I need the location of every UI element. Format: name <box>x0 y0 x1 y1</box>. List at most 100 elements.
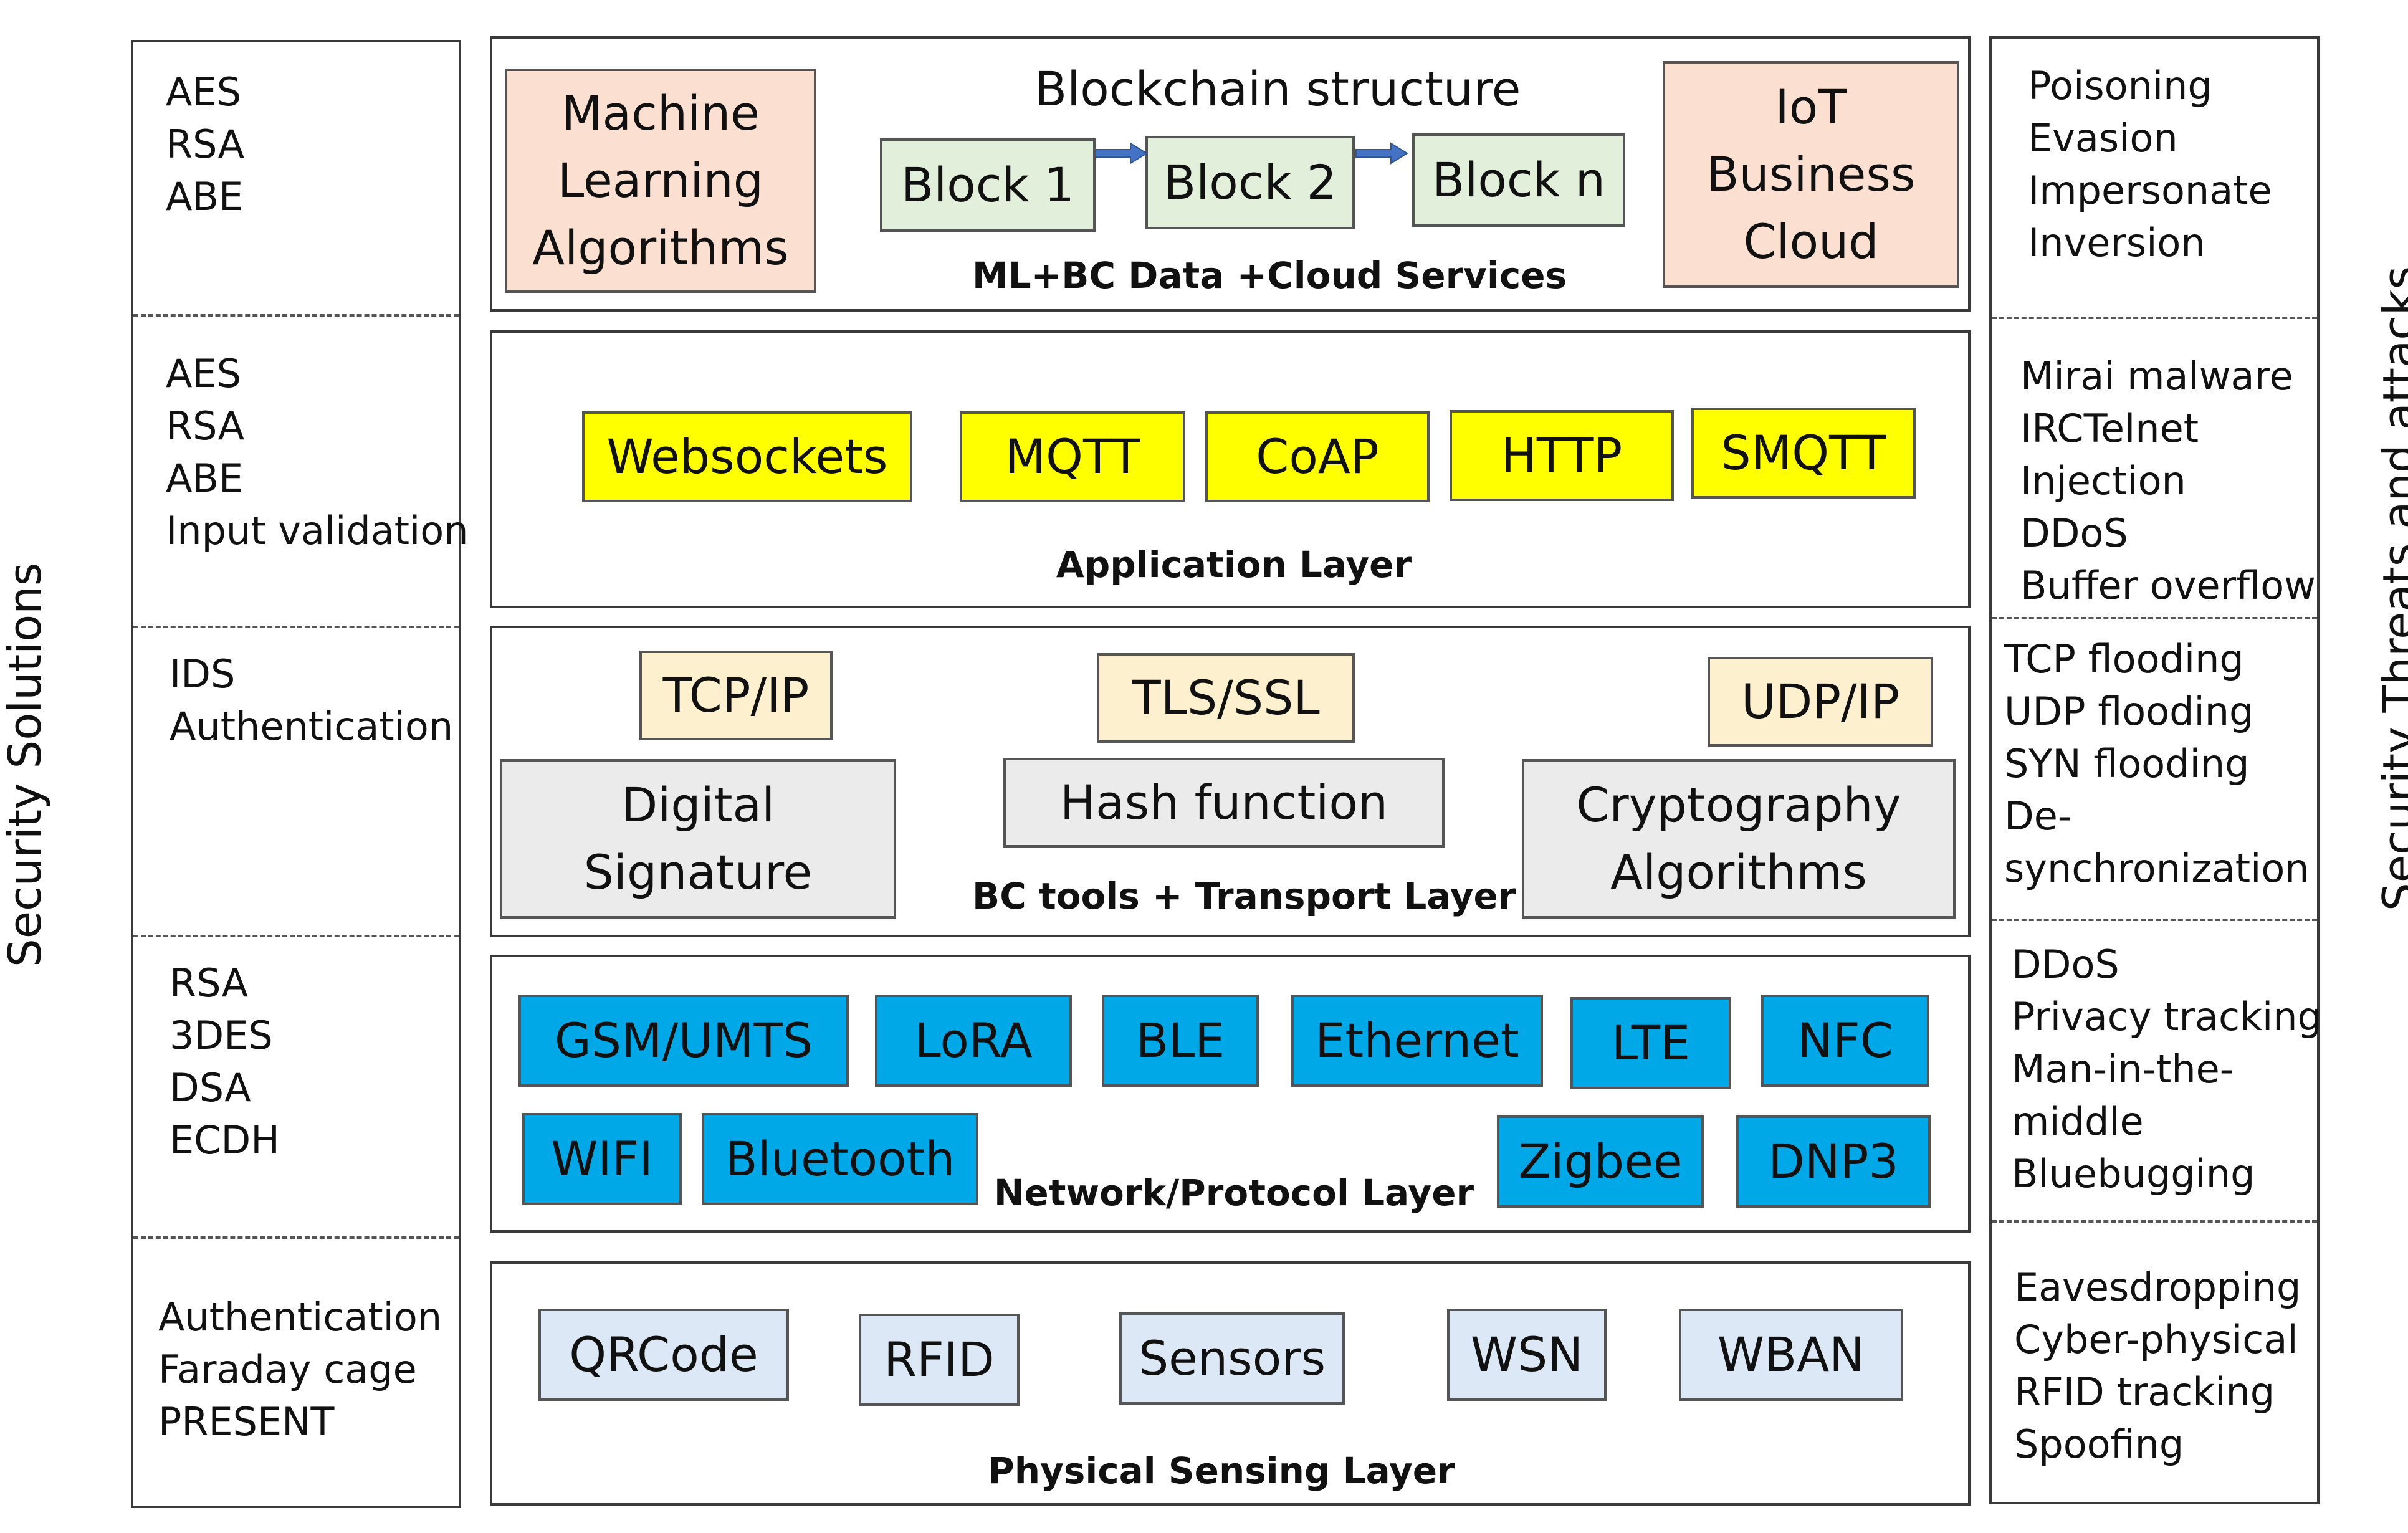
divider <box>1992 919 2317 921</box>
dnp3-box: DNP3 <box>1736 1115 1931 1208</box>
machine-learning-box: Machine Learning Algorithms <box>505 69 816 293</box>
list-item: synchronization <box>2004 846 2310 891</box>
divider <box>133 626 459 628</box>
threats-group-2: Mirai malware IRCTelnet Injection DDoS B… <box>2020 350 2316 612</box>
security-solutions-panel <box>131 40 461 1508</box>
network-layer-caption: Network/Protocol Layer <box>993 1172 1474 1214</box>
tcp-ip-box: TCP/IP <box>639 651 833 740</box>
cryptography-box: Cryptography Algorithms <box>1522 759 1956 919</box>
solutions-group-4: RSA 3DES DSA ECDH <box>170 957 280 1167</box>
divider <box>133 314 459 317</box>
list-item: De- <box>2004 793 2072 839</box>
threats-group-3: TCP flooding UDP flooding SYN flooding D… <box>2004 633 2310 895</box>
list-item: UDP flooding <box>2004 689 2254 734</box>
arrow-icon <box>1355 142 1408 165</box>
sensors-box: Sensors <box>1119 1312 1345 1405</box>
coap-box: CoAP <box>1205 411 1430 502</box>
physical-layer-caption: Physical Sensing Layer <box>988 1449 1455 1492</box>
websockets-box: Websockets <box>582 411 912 502</box>
list-item: Injection <box>2020 458 2186 504</box>
list-item: RSA <box>166 122 244 167</box>
list-item: Impersonate <box>2028 168 2272 213</box>
list-item: ECDH <box>170 1117 280 1163</box>
smqtt-box: SMQTT <box>1691 408 1916 499</box>
list-item: Eavesdropping <box>2014 1264 2301 1310</box>
block-n: Block n <box>1412 133 1625 227</box>
list-item: Mirai malware <box>2020 353 2293 399</box>
threats-group-5: Eavesdropping Cyber-physical RFID tracki… <box>2014 1261 2301 1471</box>
list-item: middle <box>2012 1099 2144 1144</box>
lora-box: LoRA <box>875 995 1072 1087</box>
ml-bc-caption: ML+BC Data +Cloud Services <box>972 254 1567 297</box>
list-item: Cyber-physical <box>2014 1317 2298 1362</box>
divider <box>1992 617 2317 619</box>
divider <box>1992 1220 2317 1223</box>
ble-box: BLE <box>1102 995 1259 1087</box>
list-item: RSA <box>170 960 248 1006</box>
list-item: Poisoning <box>2028 63 2212 108</box>
list-item: Authentication <box>170 704 454 749</box>
wifi-box: WIFI <box>522 1113 682 1205</box>
security-solutions-title: Security Solutions <box>0 562 51 967</box>
list-item: IRCTelnet <box>2020 406 2199 451</box>
bluetooth-box: Bluetooth <box>702 1113 978 1205</box>
list-item: RFID tracking <box>2014 1369 2275 1415</box>
digital-signature-box: Digital Signature <box>500 759 896 919</box>
list-item: Privacy tracking <box>2012 994 2322 1039</box>
wsn-box: WSN <box>1447 1309 1607 1401</box>
divider <box>1992 317 2317 319</box>
list-item: Faraday cage <box>158 1347 417 1392</box>
blockchain-arrows <box>1095 142 1408 165</box>
mqtt-box: MQTT <box>960 411 1185 502</box>
gsm-umts-box: GSM/UMTS <box>518 995 849 1087</box>
list-item: TCP flooding <box>2004 636 2244 682</box>
list-item: Evasion <box>2028 115 2178 161</box>
iot-cloud-box: IoT Business Cloud <box>1663 61 1959 288</box>
tls-ssl-box: TLS/SSL <box>1097 653 1355 743</box>
list-item: ABE <box>166 174 244 219</box>
hash-function-box: Hash function <box>1003 758 1445 848</box>
qrcode-box: QRCode <box>538 1309 789 1401</box>
list-item: PRESENT <box>158 1399 335 1445</box>
ethernet-box: Ethernet <box>1291 995 1543 1087</box>
threats-group-1: Poisoning Evasion Impersonate Inversion <box>2028 60 2272 269</box>
list-item: Spoofing <box>2014 1421 2184 1467</box>
zigbee-box: Zigbee <box>1497 1115 1704 1208</box>
transport-layer-caption: BC tools + Transport Layer <box>972 875 1516 917</box>
list-item: RSA <box>166 403 244 449</box>
security-threats-title: Security Threats and attacks <box>2373 265 2408 911</box>
solutions-group-3: IDS Authentication <box>170 648 453 753</box>
list-item: AES <box>166 69 241 115</box>
application-layer-caption: Application Layer <box>1056 543 1412 586</box>
list-item: ABE <box>166 456 244 501</box>
list-item: Input validation <box>166 508 469 553</box>
divider <box>133 1236 459 1239</box>
list-item: 3DES <box>170 1013 273 1058</box>
list-item: AES <box>166 351 241 396</box>
list-item: Man-in-the- <box>2012 1046 2234 1092</box>
udp-ip-box: UDP/IP <box>1708 657 1933 747</box>
list-item: DSA <box>170 1065 251 1110</box>
arrow-icon <box>1095 142 1148 165</box>
threats-group-4: DDoS Privacy tracking Man-in-the- middle… <box>2012 938 2322 1200</box>
solutions-group-5: Authentication Faraday cage PRESENT <box>158 1291 442 1448</box>
block-1: Block 1 <box>880 138 1096 232</box>
list-item: Inversion <box>2028 220 2205 265</box>
list-item: Bluebugging <box>2012 1151 2255 1196</box>
nfc-box: NFC <box>1761 995 1929 1087</box>
wban-box: WBAN <box>1679 1309 1903 1401</box>
http-box: HTTP <box>1450 410 1674 501</box>
list-item: DDoS <box>2020 510 2128 556</box>
rfid-box: RFID <box>859 1314 1020 1406</box>
solutions-group-1: AES RSA ABE <box>166 66 244 223</box>
security-threats-panel <box>1989 36 2320 1504</box>
blockchain-title: Blockchain structure <box>1034 61 1521 117</box>
divider <box>133 935 459 937</box>
list-item: DDoS <box>2012 942 2119 987</box>
list-item: SYN flooding <box>2004 741 2250 786</box>
list-item: Buffer overflow <box>2020 563 2316 608</box>
list-item: IDS <box>170 651 236 697</box>
block-2: Block 2 <box>1145 136 1355 229</box>
list-item: Authentication <box>158 1294 442 1340</box>
solutions-group-2: AES RSA ABE Input validation <box>166 348 469 557</box>
